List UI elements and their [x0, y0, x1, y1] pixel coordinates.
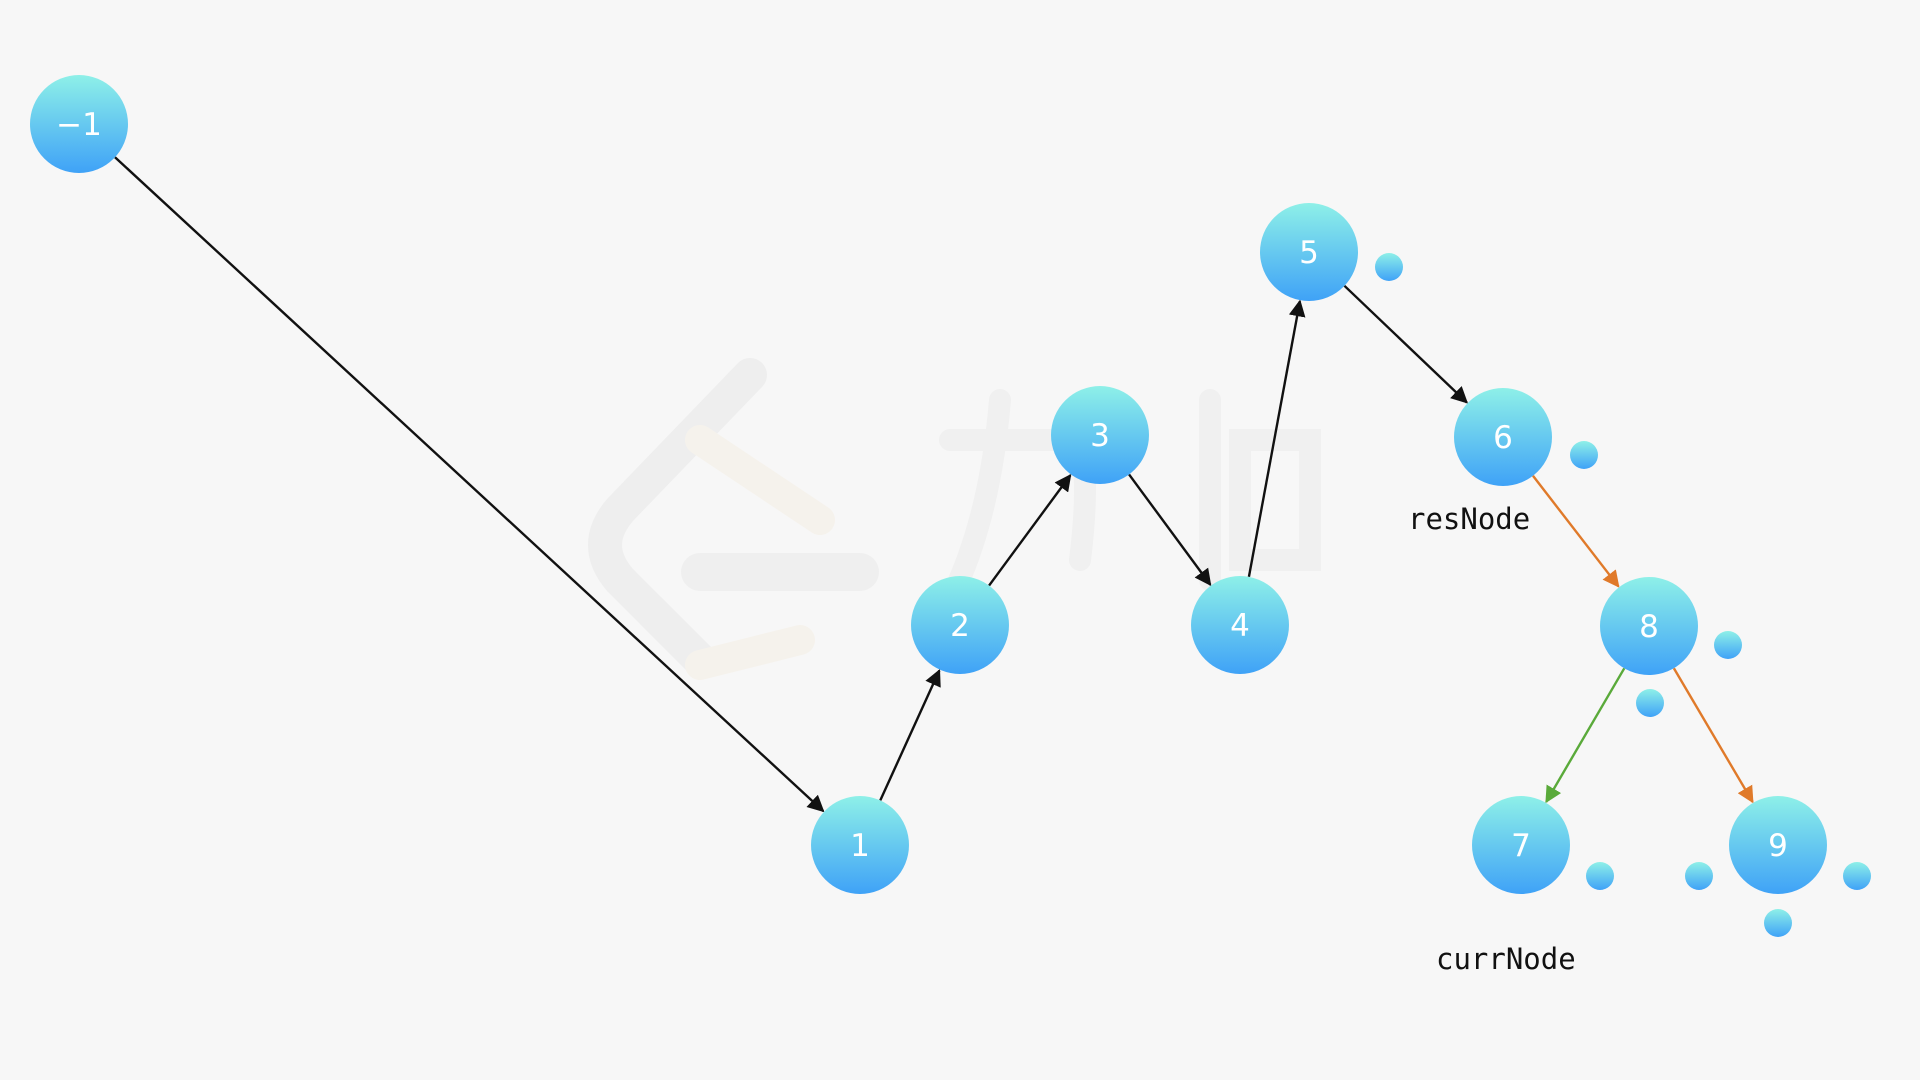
null-marker	[1685, 862, 1713, 890]
null-marker	[1764, 909, 1792, 937]
edge-n8-n9	[1672, 667, 1754, 804]
node-value: −1	[56, 107, 102, 143]
node-n3: 3	[1051, 386, 1149, 484]
node-value: 4	[1230, 608, 1250, 644]
node-circle	[1260, 203, 1358, 301]
node-value: 5	[1299, 235, 1319, 271]
node-circle	[911, 576, 1009, 674]
node-n8: 8	[1600, 577, 1698, 675]
null-marker	[1375, 253, 1403, 281]
node-circle	[30, 75, 128, 173]
node-circle	[1472, 796, 1570, 894]
node-n5: 5	[1260, 203, 1358, 301]
curr-node-label: currNode	[1436, 942, 1576, 976]
node-value: 3	[1090, 418, 1110, 454]
edge-n8-n7	[1545, 667, 1626, 804]
node-n1: 1	[811, 796, 909, 894]
node-n9: 9	[1729, 796, 1827, 894]
null-marker	[1714, 631, 1742, 659]
null-marker	[1636, 689, 1664, 717]
watermark-logo	[588, 358, 1321, 680]
edge-n2-n3	[988, 473, 1072, 587]
node-n6: 6	[1454, 388, 1552, 486]
node-value: 9	[1768, 828, 1788, 864]
node-circle	[811, 796, 909, 894]
node-n7: 7	[1472, 796, 1570, 894]
node-n4: 4	[1191, 576, 1289, 674]
node-circle	[1600, 577, 1698, 675]
node-value: 2	[950, 608, 970, 644]
nodes-layer: −1 1 2 3 4 5 6 7 8 9	[30, 75, 1827, 894]
node-n-1: −1	[30, 75, 128, 173]
edge-n-1-n1	[114, 156, 825, 813]
node-value: 7	[1511, 828, 1531, 864]
edge-n6-n8	[1532, 475, 1620, 588]
node-circle	[1454, 388, 1552, 486]
edge-n4-n5	[1247, 299, 1306, 578]
null-marker	[1570, 441, 1598, 469]
null-marker	[1586, 862, 1614, 890]
node-circle	[1191, 576, 1289, 674]
node-value: 6	[1493, 420, 1513, 456]
node-value: 1	[850, 828, 870, 864]
node-circle	[1729, 796, 1827, 894]
edges-layer	[114, 156, 1754, 813]
node-n2: 2	[911, 576, 1009, 674]
edge-n5-n6	[1343, 284, 1469, 404]
node-value: 8	[1639, 609, 1659, 645]
res-node-label: resNode	[1408, 502, 1530, 536]
edge-n1-n2	[879, 668, 941, 801]
node-circle	[1051, 386, 1149, 484]
null-marker	[1843, 862, 1871, 890]
edge-n3-n4	[1128, 473, 1212, 587]
null-markers	[1375, 253, 1871, 937]
